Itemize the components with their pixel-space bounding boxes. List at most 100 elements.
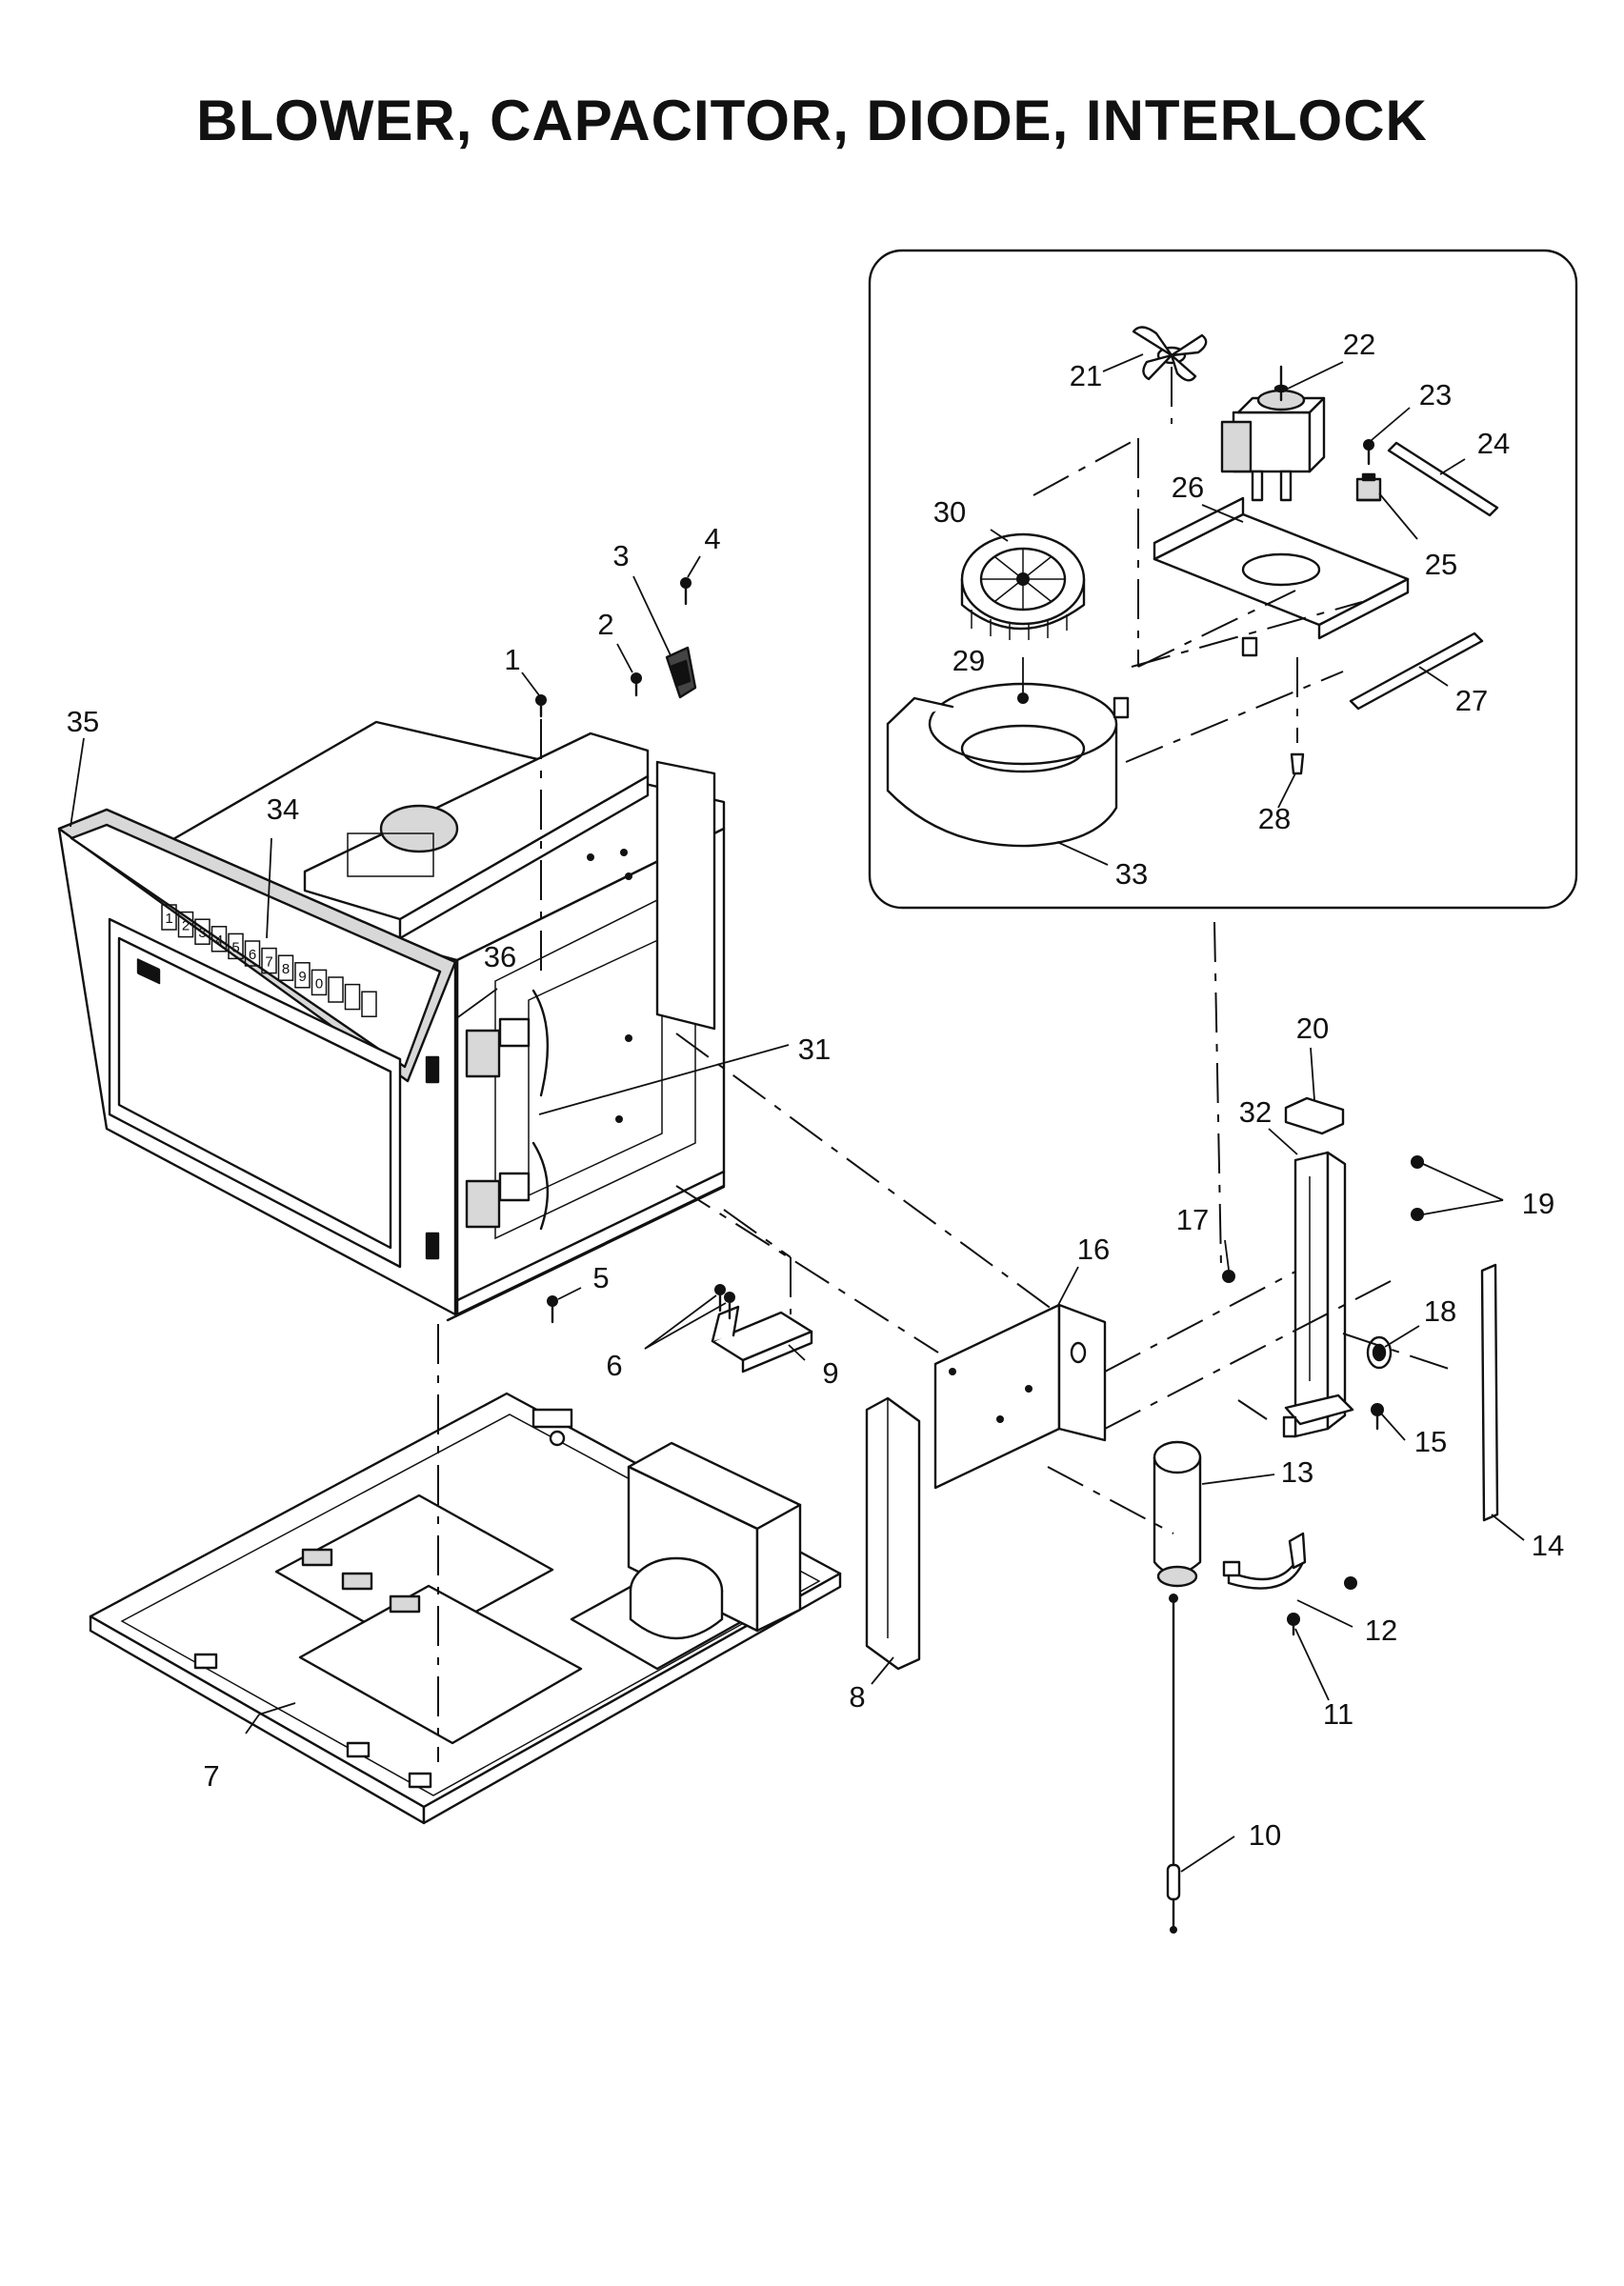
blower-plate-part	[1153, 496, 1410, 657]
callout-17: 17	[1176, 1203, 1209, 1236]
screw-15-part	[1371, 1403, 1384, 1431]
strip-14-part	[1480, 1263, 1499, 1522]
bracket-25-part	[1355, 472, 1382, 502]
callout-22: 22	[1343, 328, 1375, 361]
block-20-part	[1284, 1096, 1345, 1135]
callout-13: 13	[1281, 1455, 1313, 1489]
callout-20: 20	[1296, 1012, 1329, 1045]
callout-7: 7	[203, 1759, 219, 1793]
callout-14: 14	[1532, 1529, 1564, 1562]
screw-1-part	[535, 694, 547, 718]
keypad-key	[194, 918, 211, 945]
screw-5-part	[547, 1295, 558, 1324]
screw-4-part	[680, 577, 692, 606]
callout-31: 31	[798, 1033, 831, 1066]
keypad-key	[261, 947, 277, 974]
screw-19-upper-part	[1411, 1155, 1424, 1169]
blower-motor-part	[1220, 365, 1326, 502]
oven-cabinet-part	[165, 720, 726, 1322]
bracket-9-part	[711, 1305, 813, 1374]
keypad-key-label: 1	[165, 911, 172, 927]
foam-strip-8-part	[865, 1396, 921, 1671]
callout-9: 9	[822, 1356, 838, 1390]
inset-assembly-lines	[1033, 437, 1363, 763]
keypad-key-label: 0	[315, 975, 323, 992]
keypad-key	[211, 926, 228, 952]
callout-32: 32	[1239, 1095, 1272, 1129]
keypad-key-label: 9	[298, 969, 306, 985]
blower-housing-part	[886, 657, 1130, 848]
strip-24-part	[1387, 441, 1499, 517]
callout-11: 11	[1323, 1697, 1353, 1731]
diagram-title: BLOWER, CAPACITOR, DIODE, INTERLOCK	[196, 89, 1428, 152]
keypad-key-label: 7	[265, 954, 272, 971]
leader-lines	[70, 353, 1525, 1873]
callout-18: 18	[1424, 1294, 1456, 1328]
keypad-key-label: 2	[182, 918, 190, 934]
blower-wheel-part	[960, 532, 1086, 640]
keypad-key-label: 5	[231, 939, 239, 955]
keypad-key	[311, 969, 328, 996]
keypad-key	[244, 940, 261, 967]
screw-11-part	[1287, 1613, 1300, 1636]
callouts: 1 2 3 4 5 6 7 8 9 10 11 12 13 14 15 16 1…	[67, 328, 1564, 1852]
screws-6-part	[714, 1284, 735, 1320]
callout-30: 30	[933, 495, 966, 529]
callout-10: 10	[1249, 1818, 1281, 1852]
callout-3: 3	[612, 539, 629, 572]
keypad-key	[177, 911, 194, 938]
callout-19: 19	[1522, 1187, 1554, 1220]
keypad-key	[294, 962, 311, 989]
callout-1: 1	[504, 643, 520, 676]
screw-19-lower-part	[1411, 1208, 1424, 1221]
keypad-key	[228, 932, 244, 960]
thermal-cutout-3-part	[665, 646, 697, 699]
assembly-lines	[437, 719, 1458, 1762]
callout-8: 8	[849, 1680, 865, 1714]
screw-23-part	[1363, 439, 1374, 466]
strip-27-part	[1349, 632, 1484, 711]
callout-12: 12	[1365, 1614, 1397, 1647]
capacitor-bracket-16-part	[933, 1303, 1107, 1490]
capacitor-clamp-12-part	[1222, 1532, 1307, 1590]
callout-2: 2	[597, 608, 613, 641]
keypad-key-label: 4	[215, 932, 223, 949]
keypad-key-label: 3	[198, 925, 206, 941]
fan-blade-part	[1132, 326, 1208, 424]
screw-2-part	[631, 672, 642, 697]
callout-35: 35	[67, 705, 99, 738]
callout-33: 33	[1115, 857, 1148, 891]
capacitor-13-part	[1153, 1440, 1202, 1588]
callout-28: 28	[1258, 802, 1291, 835]
callout-5: 5	[592, 1261, 609, 1294]
callout-29: 29	[952, 644, 985, 677]
callout-27: 27	[1455, 684, 1488, 717]
screw-17-part	[1222, 1270, 1235, 1283]
keypad-function-key	[344, 983, 361, 1011]
keypad-function-key	[361, 991, 377, 1017]
callout-24: 24	[1477, 427, 1510, 460]
callout-21: 21	[1070, 359, 1102, 392]
callout-15: 15	[1414, 1425, 1447, 1458]
screw-12-part	[1344, 1576, 1357, 1590]
diode-10-part	[1166, 1594, 1181, 1934]
keypad-key	[277, 954, 294, 981]
callout-6: 6	[606, 1349, 622, 1382]
callout-16: 16	[1077, 1233, 1110, 1266]
keypad-function-key	[328, 976, 344, 1003]
interlock-bracket-32-part	[1282, 1151, 1354, 1438]
base-plate-part	[89, 1392, 842, 1825]
callout-36: 36	[484, 940, 516, 973]
keypad-key	[161, 904, 177, 931]
keypad-key-label: 8	[282, 961, 290, 977]
screw-28-part	[1290, 657, 1305, 775]
keypad-key-label: 6	[249, 947, 256, 963]
callout-23: 23	[1419, 378, 1452, 411]
callout-25: 25	[1425, 548, 1457, 581]
plug-18-part	[1366, 1335, 1393, 1370]
callout-4: 4	[704, 522, 720, 555]
